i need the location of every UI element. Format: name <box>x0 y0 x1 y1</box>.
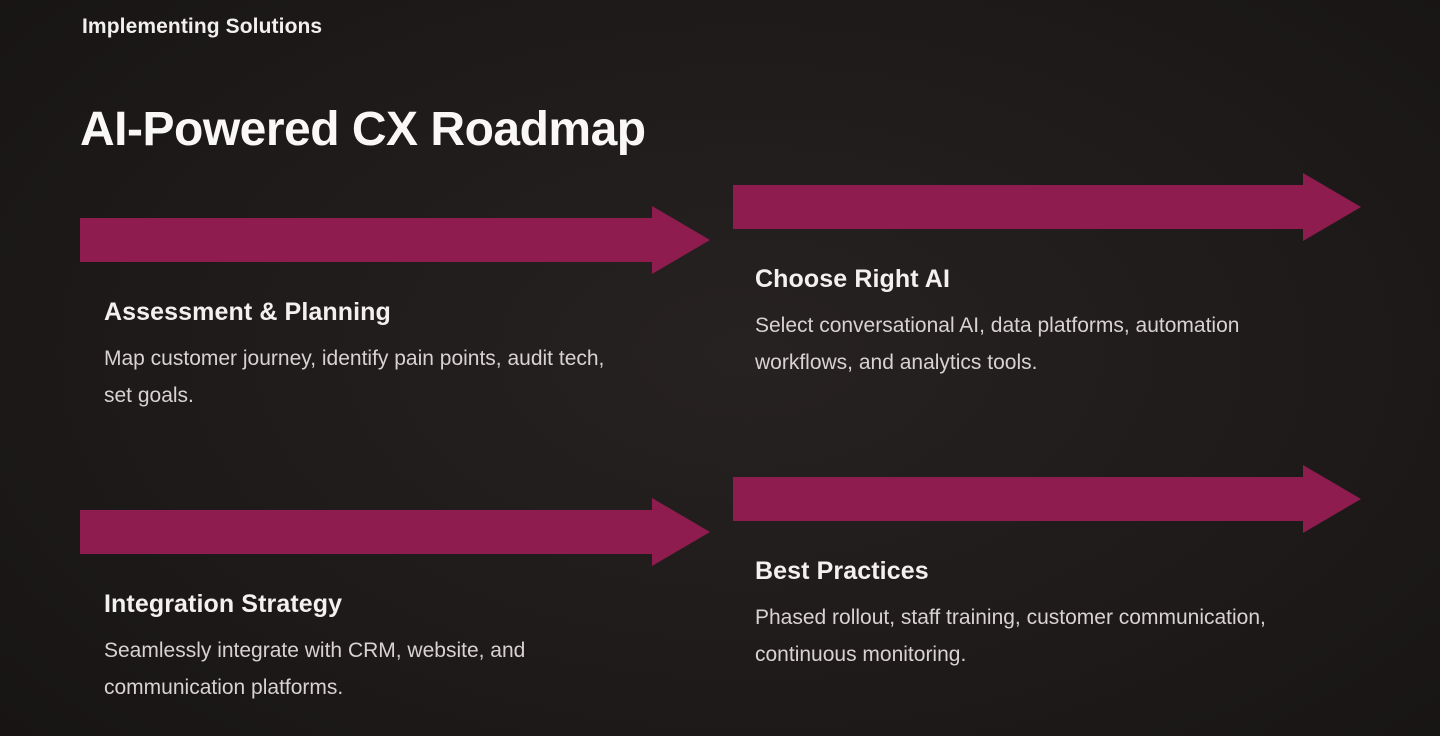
step-description: Select conversational AI, data platforms… <box>755 314 1240 375</box>
arrow-right-icon <box>733 465 1361 533</box>
page-title: AI-Powered CX Roadmap <box>80 103 646 157</box>
arrow-right-icon <box>80 206 710 274</box>
step-title: Assessment & Planning <box>104 298 391 326</box>
slide-eyebrow: Implementing Solutions <box>82 15 323 38</box>
step-title: Best Practices <box>755 557 929 585</box>
step-description: Phased rollout, staff training, customer… <box>755 606 1266 667</box>
roadmap-step-best-practices: Best Practices Phased rollout, staff tra… <box>733 465 1381 674</box>
step-description: Map customer journey, identify pain poin… <box>104 347 605 408</box>
roadmap-step-integration: Integration Strategy Seamlessly integrat… <box>80 498 728 707</box>
roadmap-step-choose-ai: Choose Right AI Select conversational AI… <box>733 173 1381 382</box>
step-title: Choose Right AI <box>755 265 951 293</box>
roadmap-step-assessment: Assessment & Planning Map customer journ… <box>80 206 728 415</box>
arrow-right-icon <box>80 498 710 566</box>
step-title: Integration Strategy <box>104 590 343 618</box>
step-description: Seamlessly integrate with CRM, website, … <box>104 639 526 700</box>
arrow-right-icon <box>733 173 1361 241</box>
